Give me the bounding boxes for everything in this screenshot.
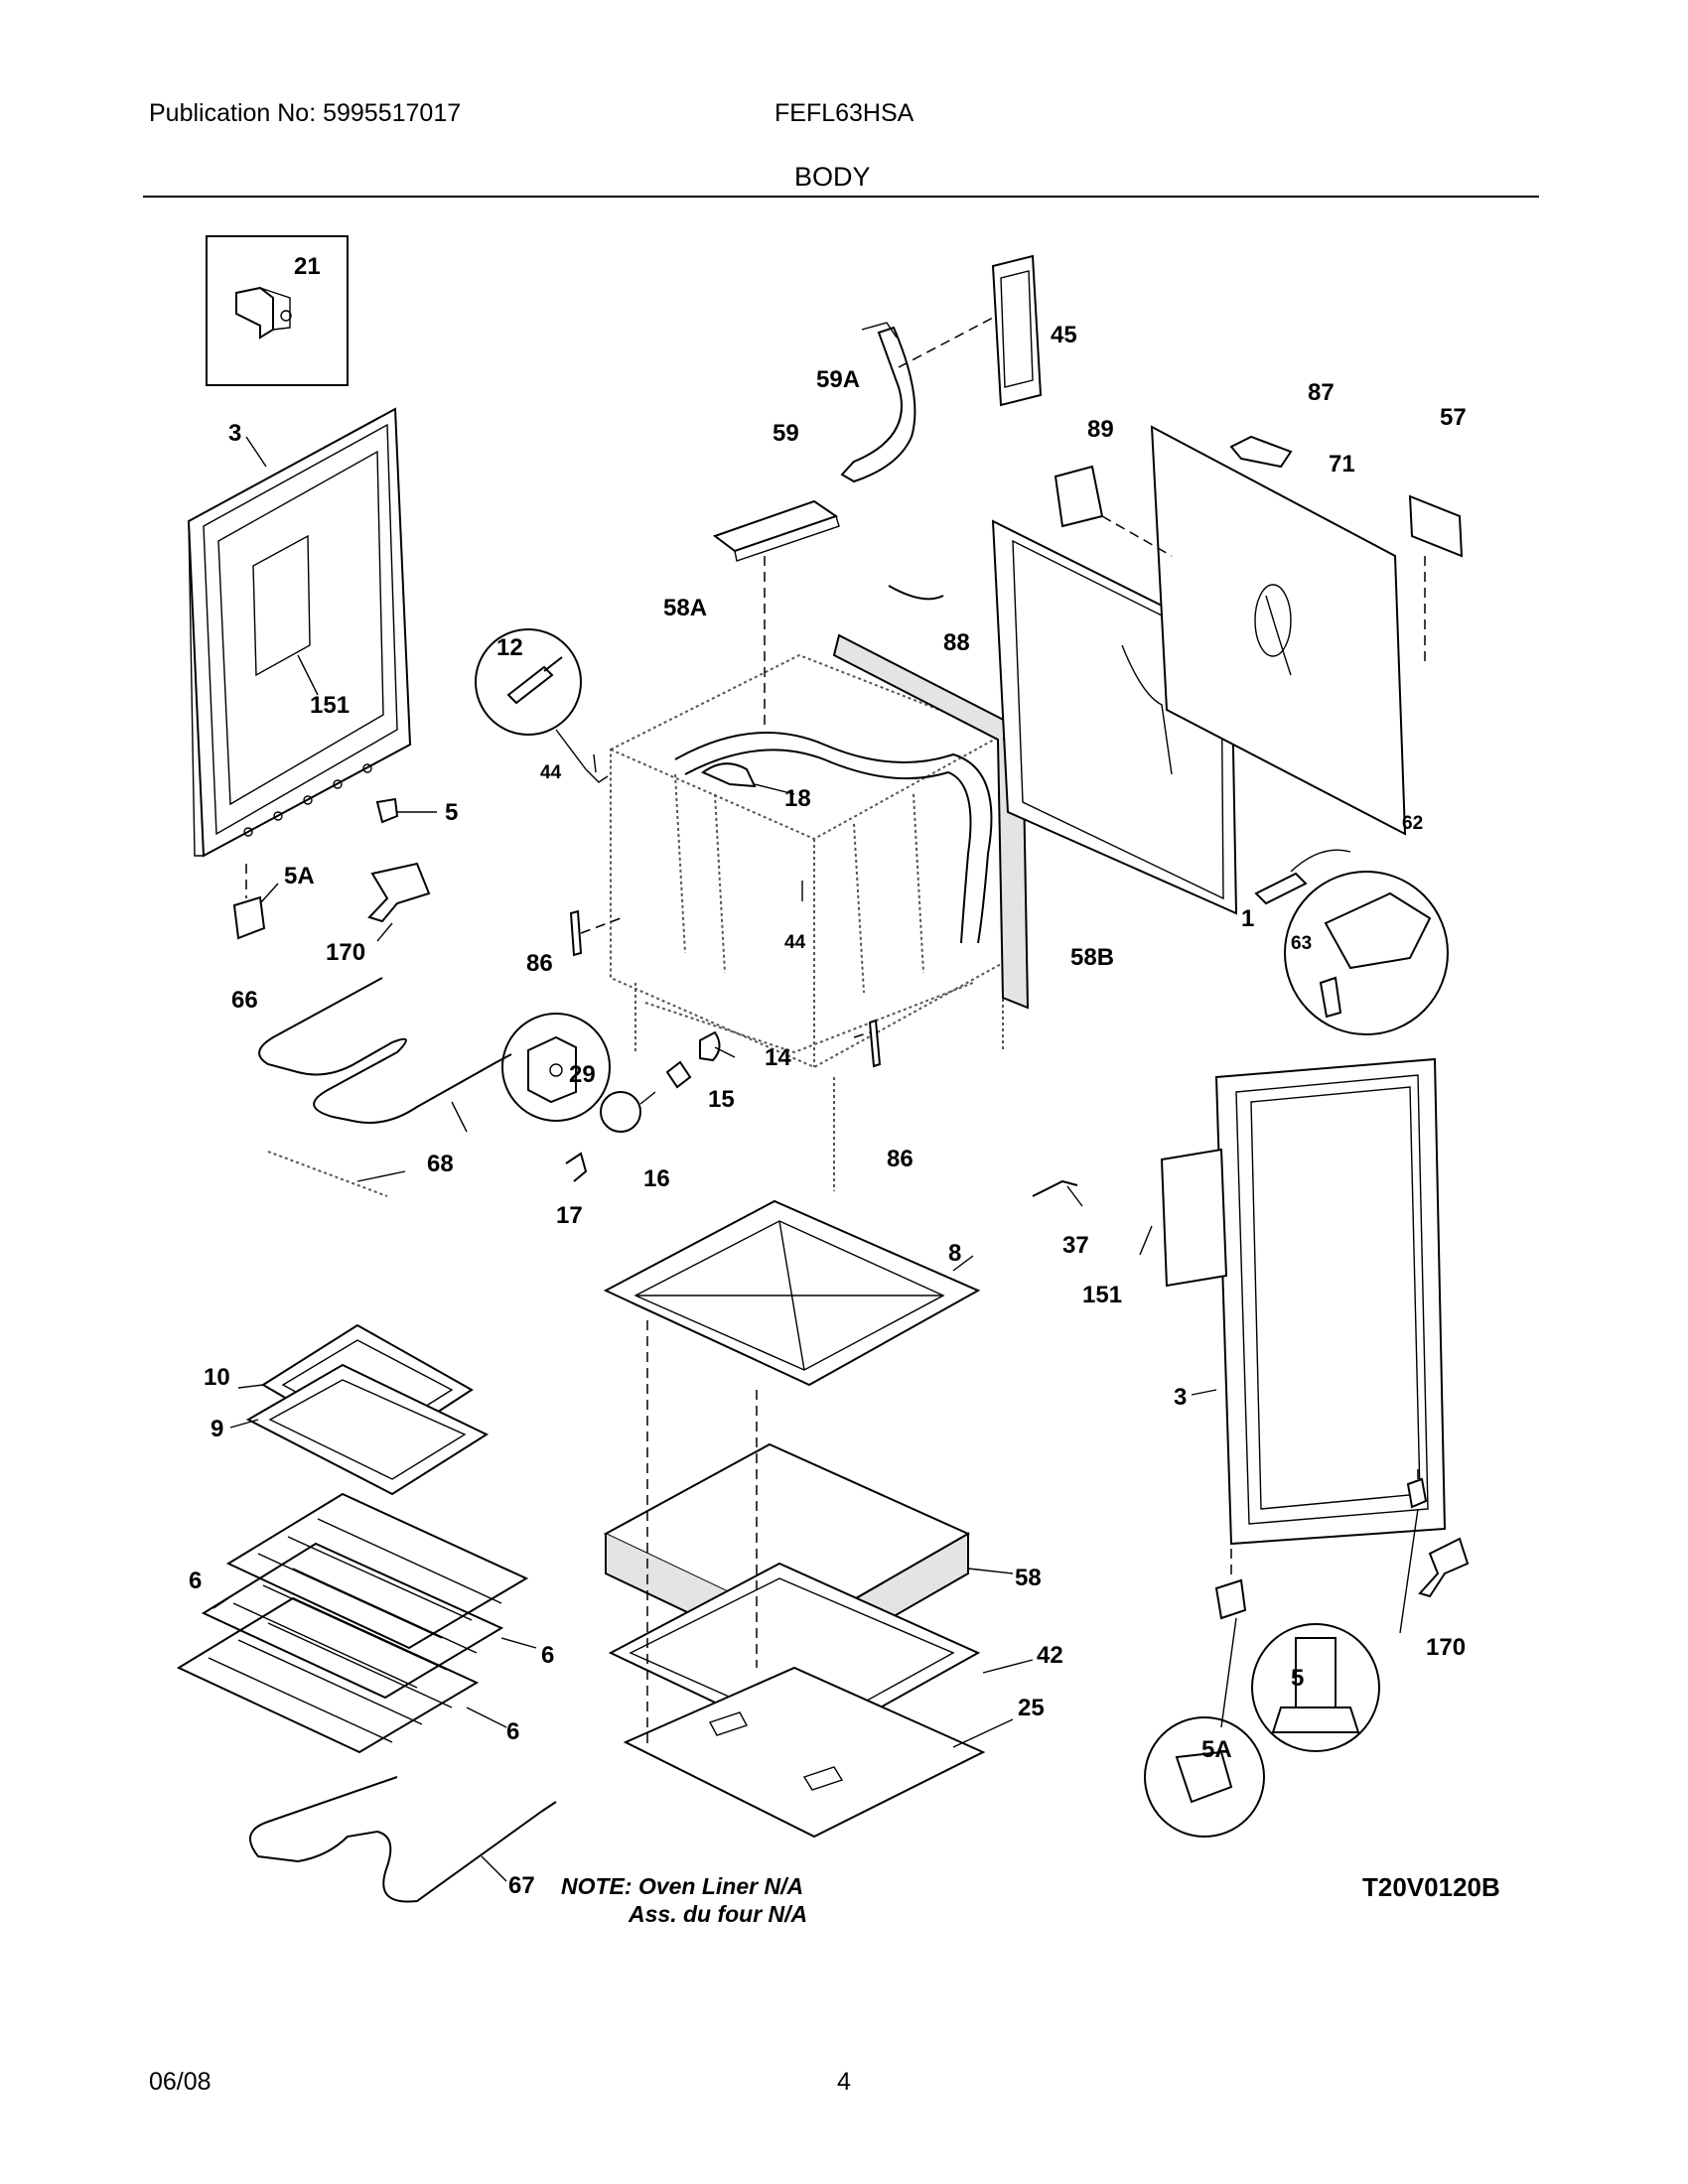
label-59: 59 (773, 420, 799, 447)
light-and-latch-parts (501, 762, 882, 1182)
label-44-b: 44 (784, 932, 806, 953)
label-170-right: 170 (1426, 1634, 1466, 1661)
label-5-right: 5 (1291, 1665, 1304, 1692)
label-25: 25 (1018, 1695, 1045, 1721)
label-42: 42 (1037, 1642, 1063, 1669)
label-3-left: 3 (228, 420, 241, 447)
label-1: 1 (1241, 905, 1254, 932)
model-number: FEFL63HSA (774, 99, 914, 127)
label-71: 71 (1329, 451, 1355, 478)
label-14: 14 (765, 1044, 791, 1071)
diagram-code: T20V0120B (1362, 1872, 1500, 1902)
label-16: 16 (643, 1165, 670, 1192)
label-59a: 59A (816, 366, 860, 393)
label-58: 58 (1015, 1565, 1042, 1591)
footer-date: 06/08 (149, 2068, 211, 2096)
vent-parts (712, 254, 1043, 730)
label-12: 12 (496, 634, 523, 661)
label-18: 18 (784, 785, 811, 812)
section-title: BODY (794, 162, 871, 192)
part-21-inset (206, 235, 349, 386)
label-89: 89 (1087, 416, 1114, 443)
label-5a-right: 5A (1201, 1736, 1232, 1763)
label-45: 45 (1051, 322, 1077, 348)
label-44-a: 44 (540, 762, 562, 783)
label-6-b: 6 (541, 1642, 554, 1669)
label-68: 68 (427, 1151, 454, 1177)
rear-panels (888, 425, 1464, 915)
label-37: 37 (1062, 1232, 1089, 1259)
label-21: 21 (294, 253, 321, 280)
label-170-left: 170 (326, 939, 365, 966)
label-87: 87 (1308, 379, 1335, 406)
sensor-detail (475, 628, 609, 783)
oven-cavity (610, 653, 1004, 1191)
label-6-a: 6 (189, 1568, 202, 1594)
footer-page-number: 4 (837, 2068, 851, 2096)
label-15: 15 (708, 1086, 735, 1113)
terminal-block-detail (1254, 849, 1449, 1035)
oven-bottom (603, 1199, 981, 1387)
left-leveling-parts (232, 797, 437, 942)
label-8: 8 (948, 1240, 961, 1267)
label-66: 66 (231, 987, 258, 1014)
label-86-a: 86 (526, 950, 553, 977)
label-67: 67 (508, 1872, 535, 1899)
oven-racks (176, 1492, 537, 1754)
broiler-pan (229, 1323, 490, 1496)
label-10: 10 (204, 1364, 230, 1391)
label-5-left: 5 (445, 799, 458, 826)
label-3-right: 3 (1174, 1384, 1187, 1411)
label-6-c: 6 (506, 1718, 519, 1745)
label-9: 9 (211, 1416, 223, 1442)
label-86-b: 86 (887, 1146, 914, 1172)
bottom-panels (608, 1320, 1034, 1839)
label-62: 62 (1402, 813, 1423, 834)
publication-number: Publication No: 5995517017 (149, 99, 462, 127)
header-rule (143, 196, 1539, 198)
label-151-right: 151 (1082, 1282, 1122, 1308)
oven-liner-note: NOTE: Oven Liner N/A (561, 1873, 803, 1899)
label-57: 57 (1440, 404, 1467, 431)
left-side-panel (187, 407, 412, 858)
oven-liner-note-fr: Ass. du four N/A (628, 1901, 807, 1927)
label-151-left: 151 (310, 692, 350, 719)
label-5a-left: 5A (284, 863, 315, 889)
label-63: 63 (1291, 933, 1312, 954)
label-29: 29 (569, 1061, 596, 1088)
label-58a: 58A (663, 595, 707, 621)
label-88: 88 (943, 629, 970, 656)
label-58b: 58B (1070, 944, 1114, 971)
right-side-panel (1032, 1057, 1447, 1546)
bake-element (258, 977, 512, 1197)
label-17: 17 (556, 1202, 583, 1229)
broil-element (249, 1776, 557, 1903)
right-leveling-parts (1144, 1469, 1470, 1838)
rear-insulation (832, 633, 1030, 1010)
